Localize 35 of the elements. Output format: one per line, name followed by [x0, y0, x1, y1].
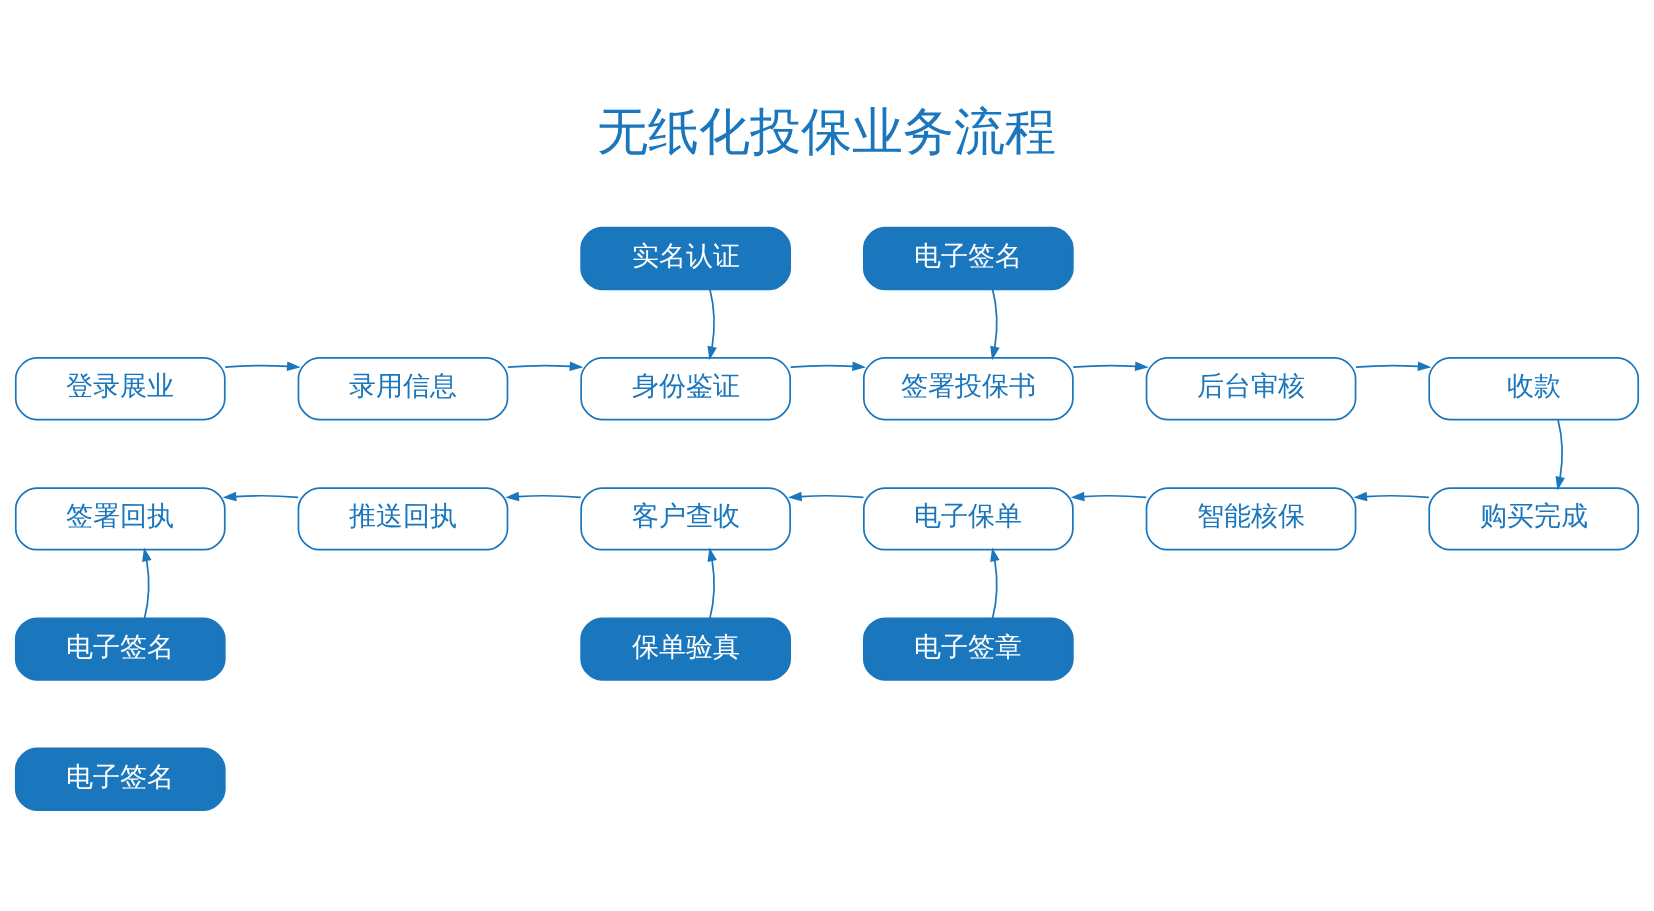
node-box: 登录展业 [14, 357, 226, 421]
node-box: 推送回执 [297, 487, 509, 551]
arrow [789, 361, 867, 372]
arrow [224, 361, 301, 372]
diagram-title: 无纸化投保业务流程 [597, 100, 1057, 161]
arrow [1353, 491, 1430, 502]
node-box: 录用信息 [297, 357, 509, 421]
node-box: 实名认证 [580, 226, 791, 291]
node-box: 后台审核 [1145, 357, 1357, 421]
node-box: 购买完成 [1428, 487, 1640, 551]
node-box: 身份鉴证 [580, 357, 791, 421]
arrow [787, 491, 865, 502]
arrow [707, 288, 717, 361]
arrow [1070, 491, 1148, 502]
arrow [505, 491, 582, 502]
node-box: 签署回执 [14, 487, 226, 551]
arrow [1072, 361, 1149, 372]
arrow [1355, 361, 1432, 372]
arrow [142, 547, 152, 619]
arrow [990, 547, 1000, 619]
arrow [507, 361, 584, 372]
node-box: 电子保单 [863, 487, 1074, 551]
node-box: 电子签章 [863, 617, 1074, 681]
node-box: 签署投保书 [863, 357, 1074, 421]
arrow [707, 547, 717, 619]
node-box: 电子签名 [14, 617, 226, 681]
arrow [990, 288, 1000, 361]
node-box: 电子签名 [14, 747, 226, 811]
arrow [1555, 418, 1565, 491]
node-box: 客户查收 [580, 487, 791, 551]
node-box: 收款 [1428, 357, 1640, 421]
arrow [222, 491, 299, 502]
node-box: 智能核保 [1145, 487, 1357, 551]
node-box: 保单验真 [580, 617, 791, 681]
node-box: 电子签名 [863, 226, 1074, 291]
